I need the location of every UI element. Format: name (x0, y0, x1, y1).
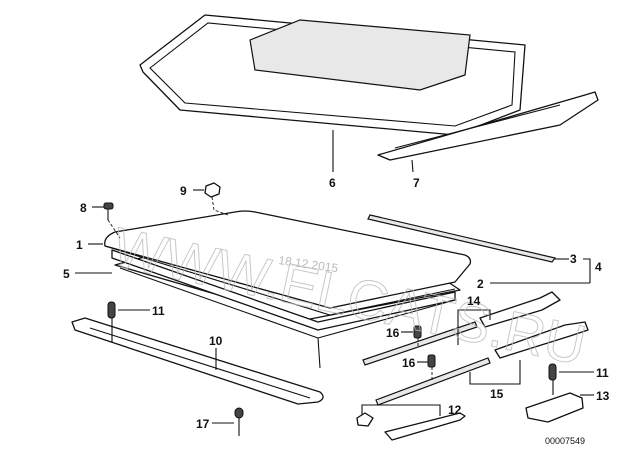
slider-part-14[interactable] (362, 291, 561, 366)
callout-12[interactable]: 12 (448, 403, 462, 417)
slider-part-15[interactable] (375, 321, 589, 406)
callout-13[interactable]: 13 (596, 389, 610, 403)
seal-strip-part-3[interactable] (367, 214, 557, 263)
callout-8[interactable]: 8 (80, 201, 87, 215)
screw-part-8[interactable] (103, 202, 121, 239)
callout-11-right[interactable]: 11 (596, 366, 609, 380)
callout-3[interactable]: 3 (570, 252, 577, 266)
drawing-number: 00007549 (545, 436, 585, 446)
glass-lid-part-1[interactable] (104, 210, 472, 316)
rail-part-7[interactable] (377, 91, 599, 161)
spring-part-11-right[interactable] (548, 363, 557, 395)
callout-10[interactable]: 10 (209, 334, 223, 348)
headliner-panel-part-6[interactable] (139, 14, 526, 136)
callout-11-left[interactable]: 11 (152, 304, 165, 318)
callout-14[interactable]: 14 (467, 294, 481, 308)
screw-part-16-upper[interactable] (413, 325, 422, 348)
callout-6[interactable]: 6 (329, 176, 336, 190)
nut-part-9[interactable] (204, 182, 229, 216)
callout-5[interactable]: 5 (63, 267, 70, 281)
callout-2[interactable]: 2 (477, 277, 484, 291)
leader-lines (75, 130, 594, 424)
callout-16-lower[interactable]: 16 (402, 356, 416, 370)
callout-1[interactable]: 1 (76, 238, 83, 252)
callout-16-upper[interactable]: 16 (386, 326, 400, 340)
clip-part-12[interactable] (356, 412, 466, 441)
spring-part-11-left[interactable] (107, 301, 116, 342)
callout-4[interactable]: 4 (595, 260, 602, 274)
bracket-part-13[interactable] (525, 392, 584, 423)
guide-rail-part-10[interactable] (71, 317, 324, 405)
screw-part-16-lower[interactable] (427, 354, 436, 380)
callout-15[interactable]: 15 (490, 387, 504, 401)
callout-9[interactable]: 9 (180, 184, 187, 198)
callout-17[interactable]: 17 (196, 417, 210, 431)
pin-part-17[interactable] (234, 407, 244, 436)
callout-7[interactable]: 7 (413, 176, 420, 190)
